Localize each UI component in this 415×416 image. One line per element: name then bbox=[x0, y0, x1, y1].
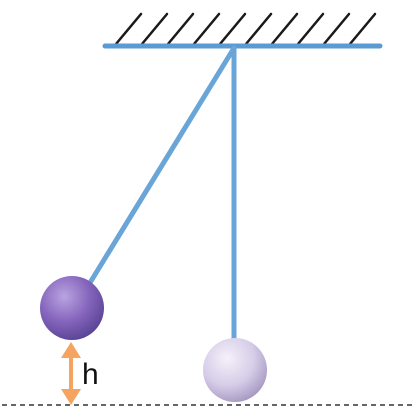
height-label: h bbox=[82, 358, 99, 391]
rest-bob bbox=[203, 338, 267, 402]
displaced-string bbox=[85, 45, 237, 289]
displaced-bob bbox=[40, 276, 104, 340]
height-arrow bbox=[61, 342, 81, 405]
ceiling-hatch bbox=[114, 12, 377, 46]
